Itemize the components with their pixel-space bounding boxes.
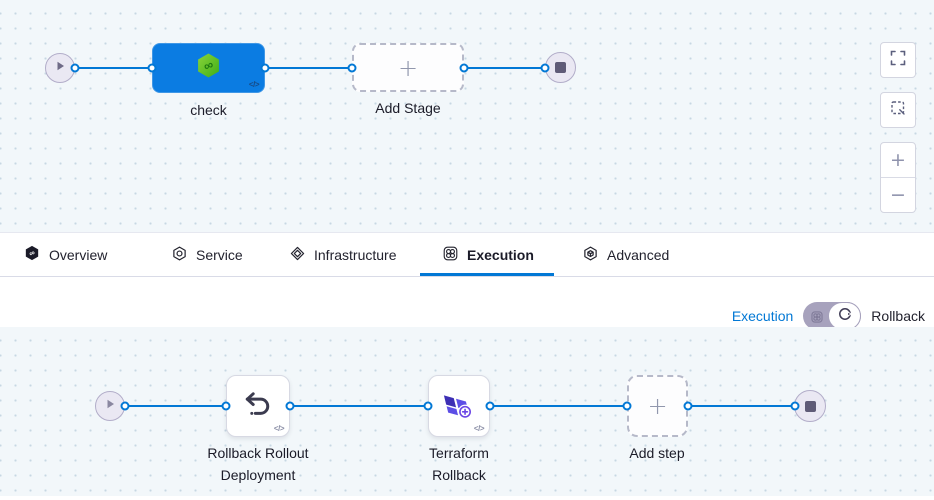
- fullscreen-icon: [890, 50, 906, 71]
- zoom-controls: + −: [880, 142, 916, 213]
- edge: [75, 67, 152, 69]
- stop-icon: [555, 62, 566, 73]
- plus-icon: +: [890, 148, 906, 171]
- select-area-button[interactable]: [880, 92, 916, 128]
- rollback-canvas: [0, 327, 934, 496]
- terraform-icon: [443, 388, 475, 425]
- marquee-select-icon: [890, 100, 906, 121]
- connector-port[interactable]: [790, 401, 800, 411]
- infrastructure-diamond-icon: [290, 246, 305, 264]
- execution-rollback-switch: Execution Rollback: [732, 302, 925, 330]
- advanced-hexagon-icon: [583, 246, 598, 264]
- connector-port[interactable]: [285, 401, 295, 411]
- stage-canvas: ∞ </> check + Add Stage: [0, 0, 934, 232]
- edge: [464, 67, 545, 69]
- connector-port[interactable]: [423, 401, 433, 411]
- connector-port[interactable]: [485, 401, 495, 411]
- execution-view-link[interactable]: Execution: [731, 308, 794, 324]
- tab-label: Infrastructure: [314, 246, 397, 263]
- zoom-out-button[interactable]: −: [881, 178, 915, 212]
- step-node-rollback-rollout[interactable]: </>: [226, 375, 290, 437]
- tab-label: Advanced: [607, 246, 670, 263]
- tab-label: Service: [196, 246, 243, 263]
- zoom-in-button[interactable]: +: [881, 143, 915, 178]
- stage-tabbar: ∞ Overview Service Infrastructure: [0, 232, 934, 277]
- code-icon: </>: [273, 424, 285, 433]
- connector-port[interactable]: [459, 63, 469, 73]
- tab-label: Execution: [467, 246, 534, 263]
- rollback-rerun-icon: [837, 306, 853, 327]
- undo-arrow-icon: [243, 389, 273, 424]
- execution-clover-icon: [811, 310, 823, 328]
- toggle-knob: [828, 302, 862, 330]
- edge: [290, 405, 428, 407]
- pipeline-start-node: [45, 53, 75, 83]
- section-header: Rollback: [0, 277, 934, 327]
- add-stage-label: Add Stage: [375, 100, 441, 116]
- stage-node-check[interactable]: ∞ </>: [152, 43, 265, 93]
- execution-clover-icon: [443, 246, 458, 264]
- edge: [125, 405, 226, 407]
- connector-port[interactable]: [540, 63, 550, 73]
- service-hexagon-icon: [172, 246, 187, 264]
- edge: [265, 67, 352, 69]
- code-icon: </>: [248, 80, 260, 89]
- svg-text:∞: ∞: [28, 248, 36, 258]
- harness-logo-icon: ∞: [24, 245, 40, 264]
- play-icon: [54, 59, 66, 77]
- connector-port[interactable]: [221, 401, 231, 411]
- connector-port[interactable]: [260, 63, 270, 73]
- connector-port[interactable]: [120, 401, 130, 411]
- fit-to-screen-button[interactable]: [880, 42, 916, 78]
- play-icon: [104, 397, 116, 415]
- plus-icon: +: [397, 53, 419, 82]
- add-step-button[interactable]: +: [627, 375, 688, 437]
- connector-port[interactable]: [622, 401, 632, 411]
- edge: [688, 405, 795, 407]
- pipeline-end-node: [545, 52, 576, 83]
- tab-overview[interactable]: ∞ Overview: [24, 233, 107, 276]
- step-label: Terraform Rollback: [429, 445, 489, 483]
- step-node-terraform-rollback[interactable]: </>: [428, 375, 490, 437]
- tab-advanced[interactable]: Advanced: [583, 233, 669, 276]
- view-toggle[interactable]: [803, 302, 862, 330]
- tab-service[interactable]: Service: [172, 233, 243, 276]
- rollback-start-node: [95, 391, 125, 421]
- bottom-strip: [0, 496, 934, 500]
- connector-port[interactable]: [347, 63, 357, 73]
- connector-port[interactable]: [70, 63, 80, 73]
- step-label: Rollback Rollout Deployment: [207, 445, 309, 483]
- code-icon: </>: [473, 424, 485, 433]
- plus-icon: +: [647, 392, 668, 420]
- minus-icon: −: [890, 183, 906, 206]
- add-step-label: Add step: [629, 445, 685, 461]
- stop-icon: [804, 400, 816, 412]
- tab-execution[interactable]: Execution: [443, 233, 534, 276]
- harness-cd-stage-icon: ∞: [195, 52, 222, 84]
- stage-label: check: [190, 102, 227, 118]
- tab-infrastructure[interactable]: Infrastructure: [290, 233, 396, 276]
- active-tab-indicator: [420, 273, 554, 276]
- connector-port[interactable]: [147, 63, 157, 73]
- connector-port[interactable]: [683, 401, 693, 411]
- edge: [490, 405, 627, 407]
- rollback-view-link[interactable]: Rollback: [871, 308, 925, 324]
- tab-label: Overview: [49, 246, 108, 263]
- add-stage-button[interactable]: +: [352, 43, 464, 92]
